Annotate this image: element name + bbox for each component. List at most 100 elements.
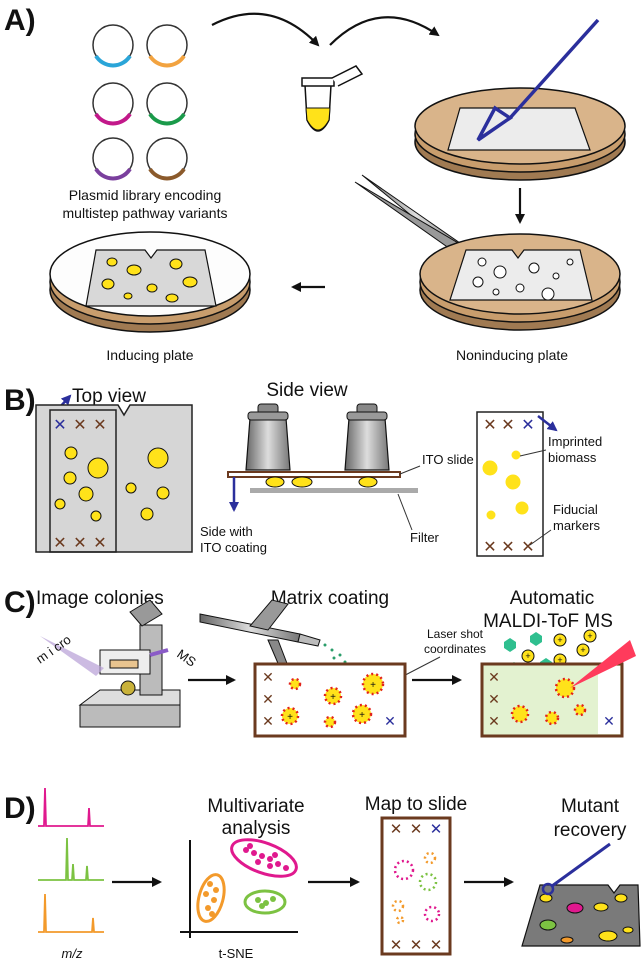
laser-cross: + — [330, 692, 336, 703]
laser-cross: + — [370, 680, 376, 691]
fiducial-line2: markers — [553, 518, 600, 533]
weight-icon — [344, 403, 390, 471]
top-view-title: Top view — [72, 386, 146, 407]
tsne-label: t-SNE — [219, 946, 254, 961]
panel-c-label: C) — [4, 586, 36, 619]
ms-label: MS — [174, 646, 199, 670]
spectrum-magenta — [38, 787, 104, 827]
panel-d-label: D) — [4, 792, 36, 825]
plasmid-icon — [146, 82, 188, 126]
laser-cross: + — [359, 710, 365, 721]
mutant-line1: Mutant — [561, 796, 620, 817]
side-with-line2: ITO coating — [200, 540, 267, 555]
blue-x-marker: ✕ — [384, 713, 396, 729]
tube-icon — [301, 65, 364, 132]
svg-text:+: + — [557, 655, 562, 665]
blue-x-marker: ✕ — [521, 417, 534, 434]
brown-x-marker: ✕ — [93, 417, 106, 434]
brown-x-marker: ✕ — [262, 691, 274, 707]
svg-text:+: + — [587, 631, 592, 641]
micro-label: m i cro — [33, 632, 74, 667]
flipped-slide: ✕ ✕ ✕ ✕ ✕ ✕ — [476, 411, 544, 557]
svg-text:+: + — [580, 645, 585, 655]
blue-x-marker: ✕ — [430, 821, 443, 838]
filter-leader — [397, 493, 413, 531]
brown-x-marker: ✕ — [93, 535, 106, 552]
plasmid-icon — [92, 24, 134, 68]
laser-shot-line2: coordinates — [424, 642, 486, 656]
map-to-slide-title: Map to slide — [365, 794, 467, 815]
imprinted-leader — [519, 449, 547, 457]
panel-b-label: B) — [4, 384, 36, 417]
brown-x-marker: ✕ — [488, 669, 500, 685]
image-colonies-title: Image colonies — [36, 588, 164, 609]
maldi-slide: ✕ ✕ ✕ ✕ — [480, 662, 624, 738]
brown-x-marker: ✕ — [53, 535, 66, 552]
imprinted-line2: biomass — [548, 450, 597, 465]
brown-x-marker: ✕ — [410, 937, 423, 954]
mutant-line2: recovery — [554, 820, 627, 841]
laser-shot-line1: Laser shot — [427, 627, 484, 641]
spectrum-green — [38, 837, 104, 881]
curved-arrow-to-plate — [329, 16, 440, 46]
brown-x-marker: ✕ — [390, 937, 403, 954]
plasmid-caption-line2: multistep pathway variants — [63, 205, 228, 221]
brown-x-marker: ✕ — [430, 937, 443, 954]
brown-x-marker: ✕ — [262, 669, 274, 685]
ito-slide-bar — [227, 471, 401, 478]
brown-x-marker: ✕ — [488, 713, 500, 729]
curved-arrow-to-tube — [211, 12, 320, 47]
laser-cross: + — [287, 712, 293, 723]
spreader-icon — [476, 18, 600, 142]
svg-text:+: + — [557, 635, 562, 645]
matrix-coating-title: Matrix coating — [271, 588, 389, 609]
multivariate-line2: analysis — [222, 818, 291, 839]
light-beam — [40, 636, 104, 676]
panel-a-label: A) — [4, 4, 36, 37]
automatic-line2: MALDI-ToF MS — [483, 611, 613, 632]
brown-x-marker: ✕ — [483, 539, 496, 556]
inducing-plate-label: Inducing plate — [106, 347, 193, 363]
imprinted-line1: Imprinted — [548, 434, 602, 449]
plasmid-icon — [92, 137, 134, 181]
brown-x-marker: ✕ — [488, 691, 500, 707]
brown-x-marker: ✕ — [501, 417, 514, 434]
plasmid-icon — [146, 24, 188, 68]
svg-text:+: + — [525, 651, 530, 661]
side-with-line1: Side with — [200, 524, 253, 539]
ito-slide-label: ITO slide — [422, 452, 474, 467]
inducing-plate — [49, 231, 251, 333]
plasmid-library — [92, 24, 188, 181]
brown-x-marker: ✕ — [262, 713, 274, 729]
plasmid-icon — [92, 82, 134, 126]
mz-label: m/z — [62, 946, 83, 961]
blue-x-marker: ✕ — [603, 713, 615, 729]
plasmid-icon — [146, 137, 188, 181]
brown-x-marker: ✕ — [73, 535, 86, 552]
side-view-title: Side view — [266, 380, 348, 401]
multivariate-line1: Multivariate — [207, 796, 304, 817]
brown-x-marker: ✕ — [410, 821, 423, 838]
weight-icon — [245, 403, 291, 471]
ito-leader — [399, 465, 421, 475]
plasmid-caption-line1: Plasmid library encoding — [69, 187, 222, 203]
fiducial-leader — [529, 529, 552, 546]
recovery-slide — [521, 884, 641, 947]
blue-x-marker: ✕ — [53, 417, 66, 434]
fiducial-line1: Fiducial — [553, 502, 598, 517]
filter-label: Filter — [410, 530, 440, 545]
mapped-slide: ✕ ✕ ✕ ✕ ✕ ✕ — [380, 816, 452, 956]
mass-spectra — [38, 787, 104, 933]
noninducing-plate — [419, 233, 621, 331]
brown-x-marker: ✕ — [390, 821, 403, 838]
spectrum-orange — [38, 893, 104, 933]
noninducing-plate-label: Noninducing plate — [456, 347, 568, 363]
brown-x-marker: ✕ — [501, 539, 514, 556]
top-view-slide: ✕ ✕ ✕ ✕ ✕ ✕ — [35, 404, 193, 553]
orientation-arrow — [537, 415, 558, 432]
brown-x-marker: ✕ — [73, 417, 86, 434]
tsne-plot — [180, 838, 298, 938]
laser-beam — [570, 640, 636, 688]
microscope-icon — [78, 599, 181, 728]
automatic-line1: Automatic — [510, 588, 594, 609]
